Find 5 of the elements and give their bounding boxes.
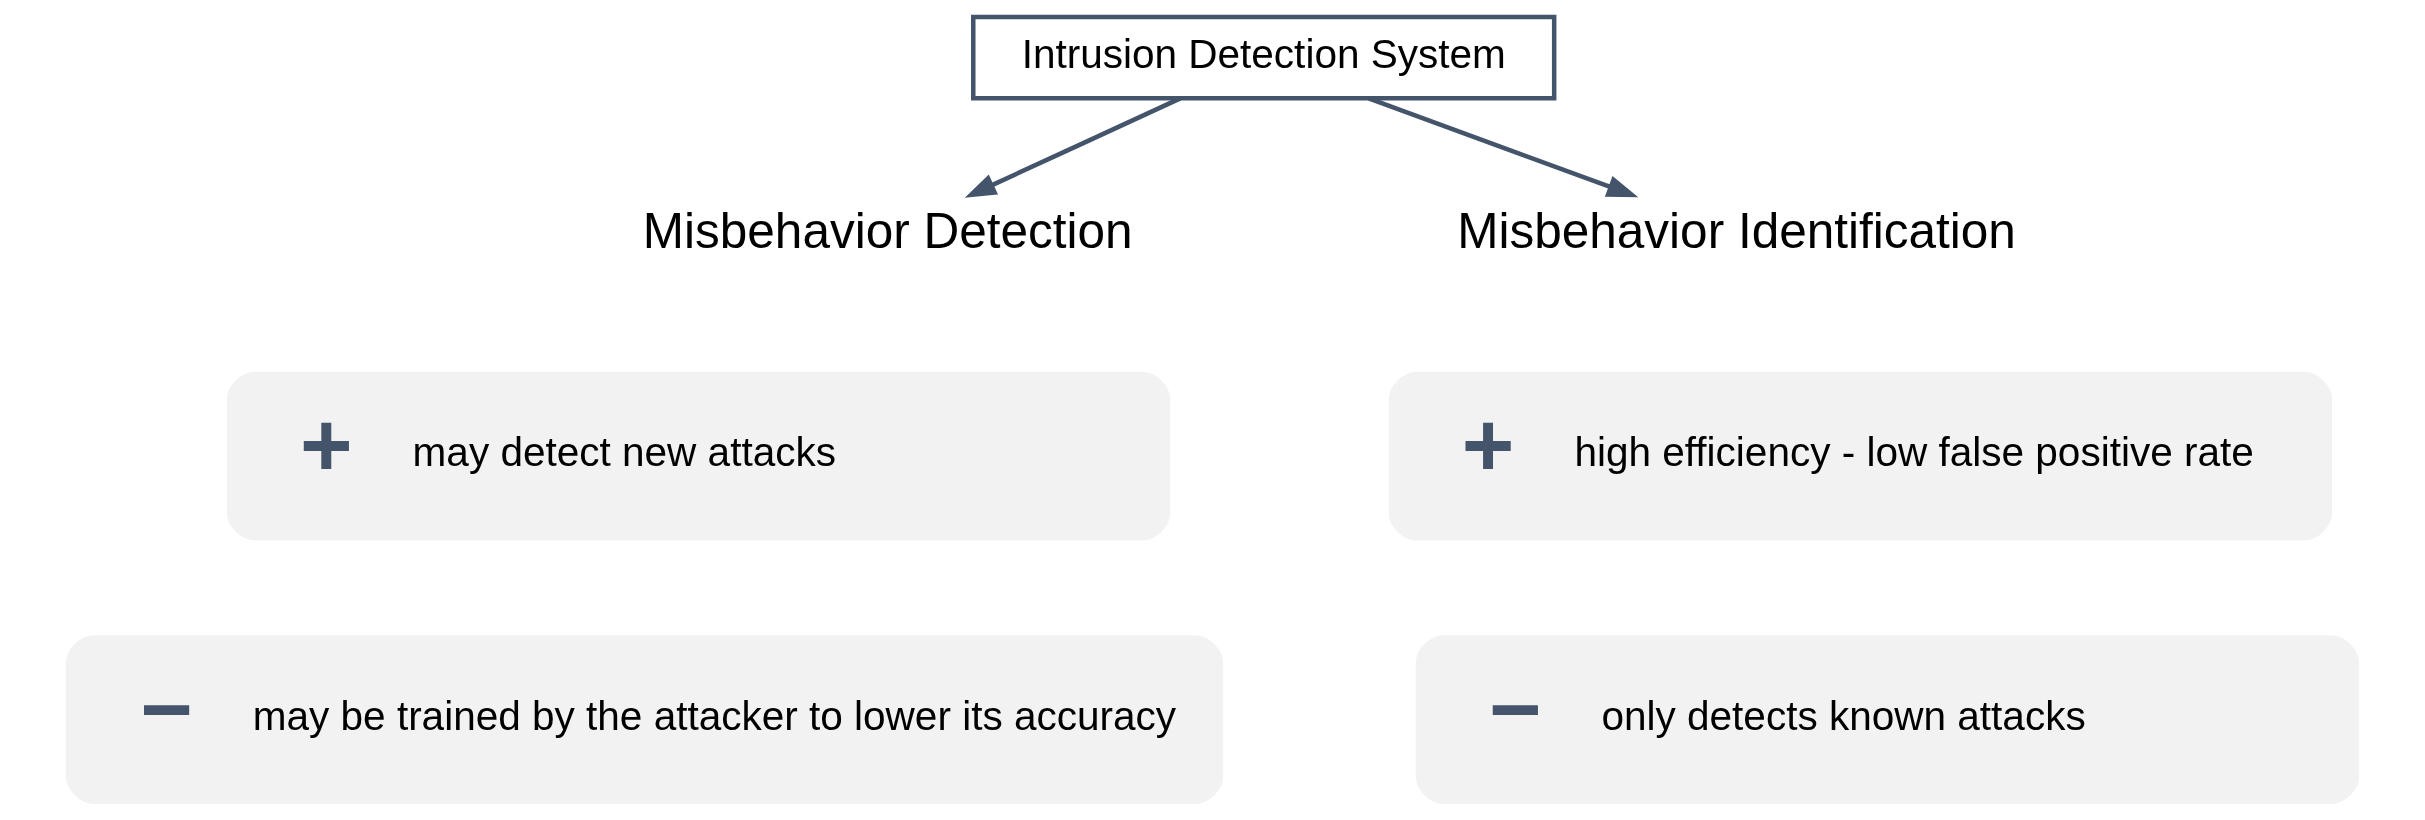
node-box: Intrusion Detection System [971,14,1557,101]
arrow [1367,96,1639,198]
node-text: Misbehavior Identification [1457,203,2016,259]
node-text: Misbehavior Detection [642,203,1133,259]
arrow [964,96,1182,198]
